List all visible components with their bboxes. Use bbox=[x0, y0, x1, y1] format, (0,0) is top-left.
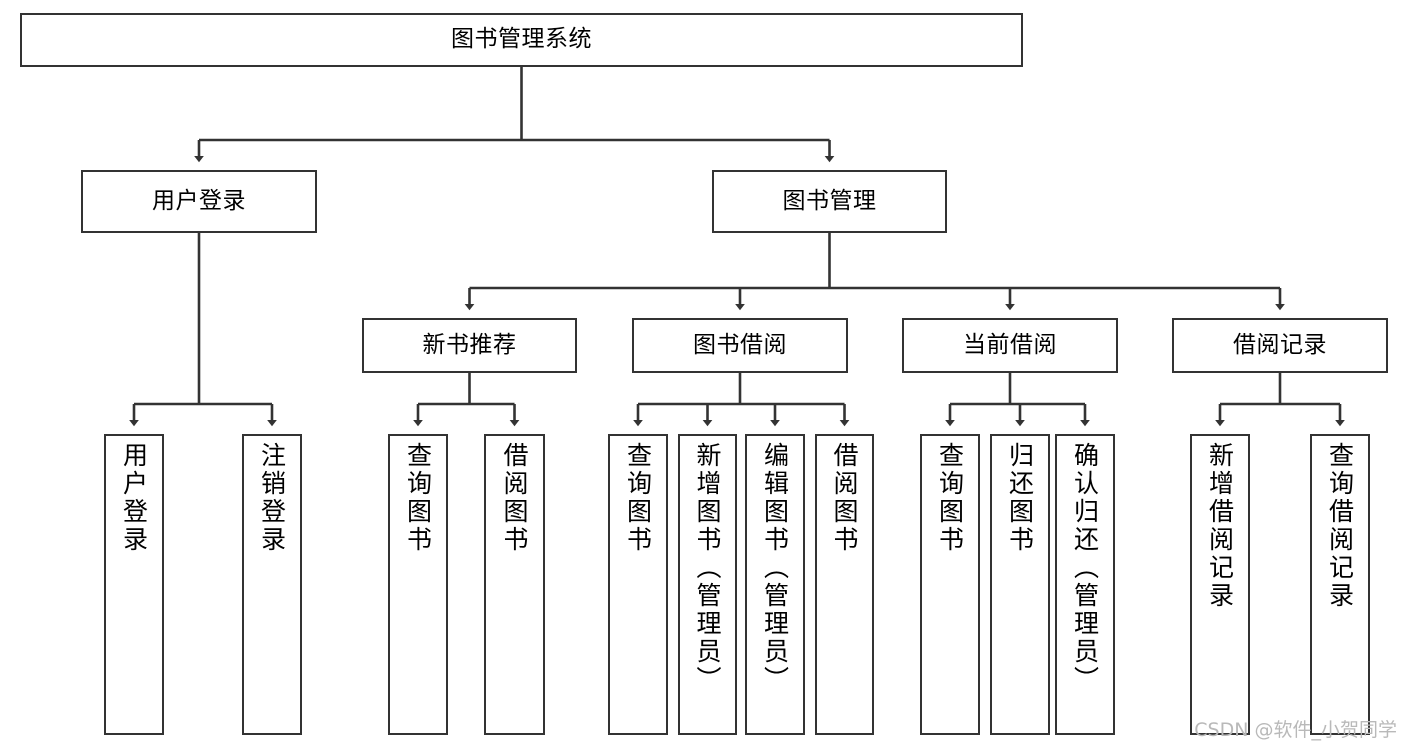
node-label: 归还图书 bbox=[1005, 442, 1035, 554]
node-leaf-confirm-return[interactable]: 确认归还（管理员） bbox=[1055, 434, 1115, 735]
node-label: 用户登录 bbox=[152, 187, 246, 214]
node-label: 图书管理系统 bbox=[451, 26, 592, 53]
node-label: 确认归还（管理员） bbox=[1070, 442, 1100, 694]
node-leaf-query-record[interactable]: 查询借阅记录 bbox=[1310, 434, 1370, 735]
node-book-borrow[interactable]: 图书借阅 bbox=[632, 318, 848, 373]
node-label: 新增借阅记录 bbox=[1205, 442, 1235, 610]
node-label: 用户登录 bbox=[119, 442, 149, 554]
node-label: 图书管理 bbox=[782, 187, 877, 214]
node-label: 编辑图书（管理员） bbox=[760, 442, 790, 694]
node-leaf-user-login[interactable]: 用户登录 bbox=[104, 434, 164, 735]
node-leaf-user-logout[interactable]: 注销登录 bbox=[242, 434, 302, 735]
node-leaf-query-book-2[interactable]: 查询图书 bbox=[608, 434, 668, 735]
node-leaf-add-record[interactable]: 新增借阅记录 bbox=[1190, 434, 1250, 735]
node-label: 图书借阅 bbox=[693, 331, 787, 358]
node-label: 查询图书 bbox=[935, 442, 965, 554]
node-label: 新增图书（管理员） bbox=[693, 442, 722, 694]
node-label: 查询图书 bbox=[623, 442, 653, 554]
node-new-book-rec[interactable]: 新书推荐 bbox=[362, 318, 577, 373]
node-label: 借阅记录 bbox=[1233, 331, 1327, 358]
node-label: 借阅图书 bbox=[830, 442, 859, 554]
node-current-borrow[interactable]: 当前借阅 bbox=[902, 318, 1118, 373]
node-leaf-borrow-book-2[interactable]: 借阅图书 bbox=[815, 434, 874, 735]
node-book-manage[interactable]: 图书管理 bbox=[712, 170, 947, 233]
node-label: 新书推荐 bbox=[422, 331, 517, 358]
node-root[interactable]: 图书管理系统 bbox=[20, 13, 1023, 67]
node-leaf-return-book[interactable]: 归还图书 bbox=[990, 434, 1050, 735]
node-leaf-query-book-3[interactable]: 查询图书 bbox=[920, 434, 980, 735]
node-leaf-edit-book[interactable]: 编辑图书（管理员） bbox=[745, 434, 805, 735]
node-leaf-query-book-1[interactable]: 查询图书 bbox=[388, 434, 448, 735]
node-label: 当前借阅 bbox=[963, 331, 1057, 358]
node-label: 注销登录 bbox=[257, 442, 287, 554]
watermark-text: CSDN @软件_小贺同学 bbox=[1194, 719, 1397, 741]
node-label: 查询借阅记录 bbox=[1325, 442, 1355, 610]
node-leaf-add-book[interactable]: 新增图书（管理员） bbox=[678, 434, 737, 735]
node-label: 借阅图书 bbox=[500, 442, 529, 554]
node-borrow-record[interactable]: 借阅记录 bbox=[1172, 318, 1388, 373]
node-leaf-borrow-book-1[interactable]: 借阅图书 bbox=[484, 434, 545, 735]
node-label: 查询图书 bbox=[403, 442, 433, 554]
node-user-login[interactable]: 用户登录 bbox=[81, 170, 317, 233]
